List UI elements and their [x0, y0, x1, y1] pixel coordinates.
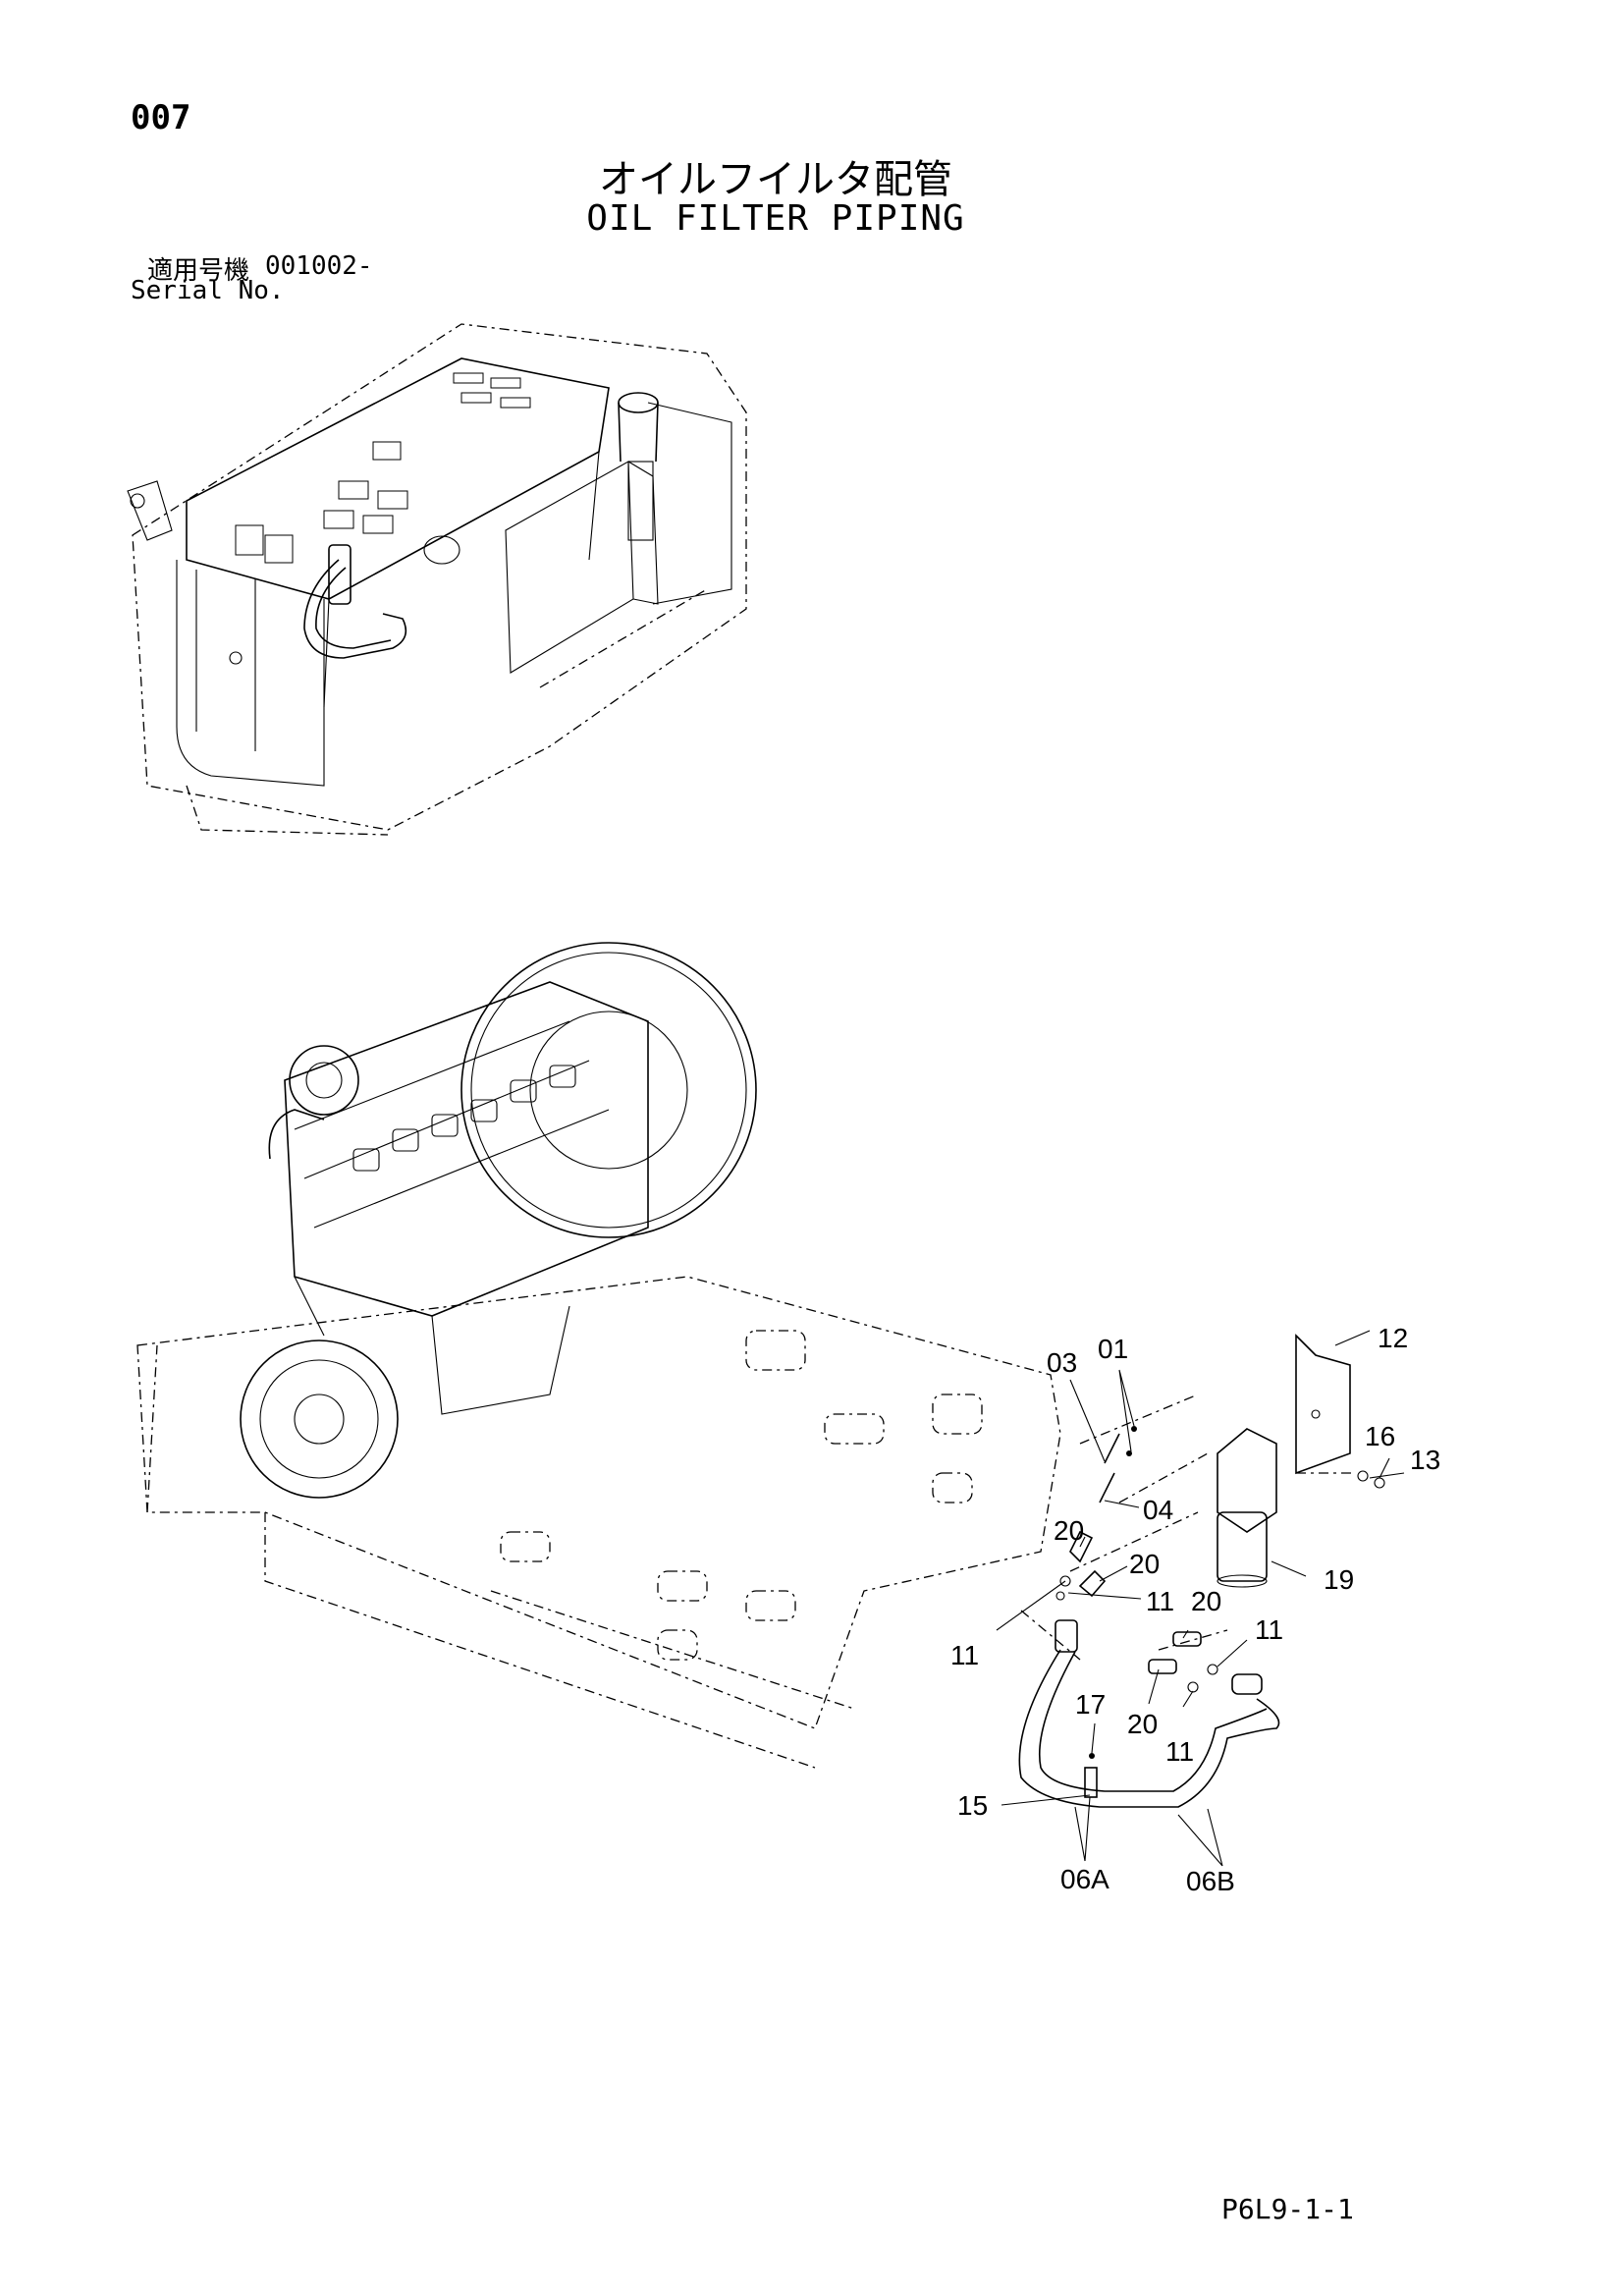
- page-title: OIL FILTER PIPING: [586, 198, 965, 239]
- callout-11: 11: [1255, 1614, 1283, 1645]
- callout-06b: 06B: [1186, 1866, 1235, 1896]
- callout-20: 20: [1129, 1549, 1160, 1579]
- callout-11: 11: [950, 1640, 979, 1670]
- serial-label-japanese: 適用号機: [147, 256, 250, 286]
- filter-assembly: [1018, 1334, 1385, 1808]
- callout-04: 04: [1143, 1495, 1173, 1525]
- machine-overview-illustration: [127, 323, 747, 836]
- callout-labels: 01 03 04 12 16 13 19 20 20 11 11 20 11 1…: [950, 1323, 1440, 1896]
- callout-06a: 06A: [1060, 1864, 1109, 1894]
- callout-19: 19: [1324, 1564, 1354, 1595]
- callout-17: 17: [1075, 1689, 1106, 1720]
- document-code: P6L9-1-1: [1221, 2193, 1354, 2225]
- engine-illustration: [136, 942, 1061, 1769]
- callout-11: 11: [1146, 1586, 1174, 1616]
- callout-20: 20: [1191, 1586, 1221, 1616]
- callout-12: 12: [1378, 1323, 1408, 1353]
- callout-01: 01: [1098, 1334, 1128, 1364]
- serial-number-value: 001002-: [265, 251, 373, 281]
- page-title-japanese: オイルフイルタ配管: [599, 157, 952, 202]
- leader-lines: [996, 1330, 1405, 1867]
- callout-11: 11: [1165, 1736, 1194, 1767]
- callout-13: 13: [1410, 1445, 1440, 1475]
- callout-20: 20: [1127, 1709, 1158, 1739]
- callout-03: 03: [1047, 1347, 1077, 1378]
- callout-20: 20: [1054, 1515, 1084, 1546]
- callout-15: 15: [957, 1790, 988, 1821]
- serial-label: Serial No.: [131, 276, 285, 305]
- page-number: 007: [131, 98, 191, 137]
- callout-16: 16: [1365, 1421, 1395, 1451]
